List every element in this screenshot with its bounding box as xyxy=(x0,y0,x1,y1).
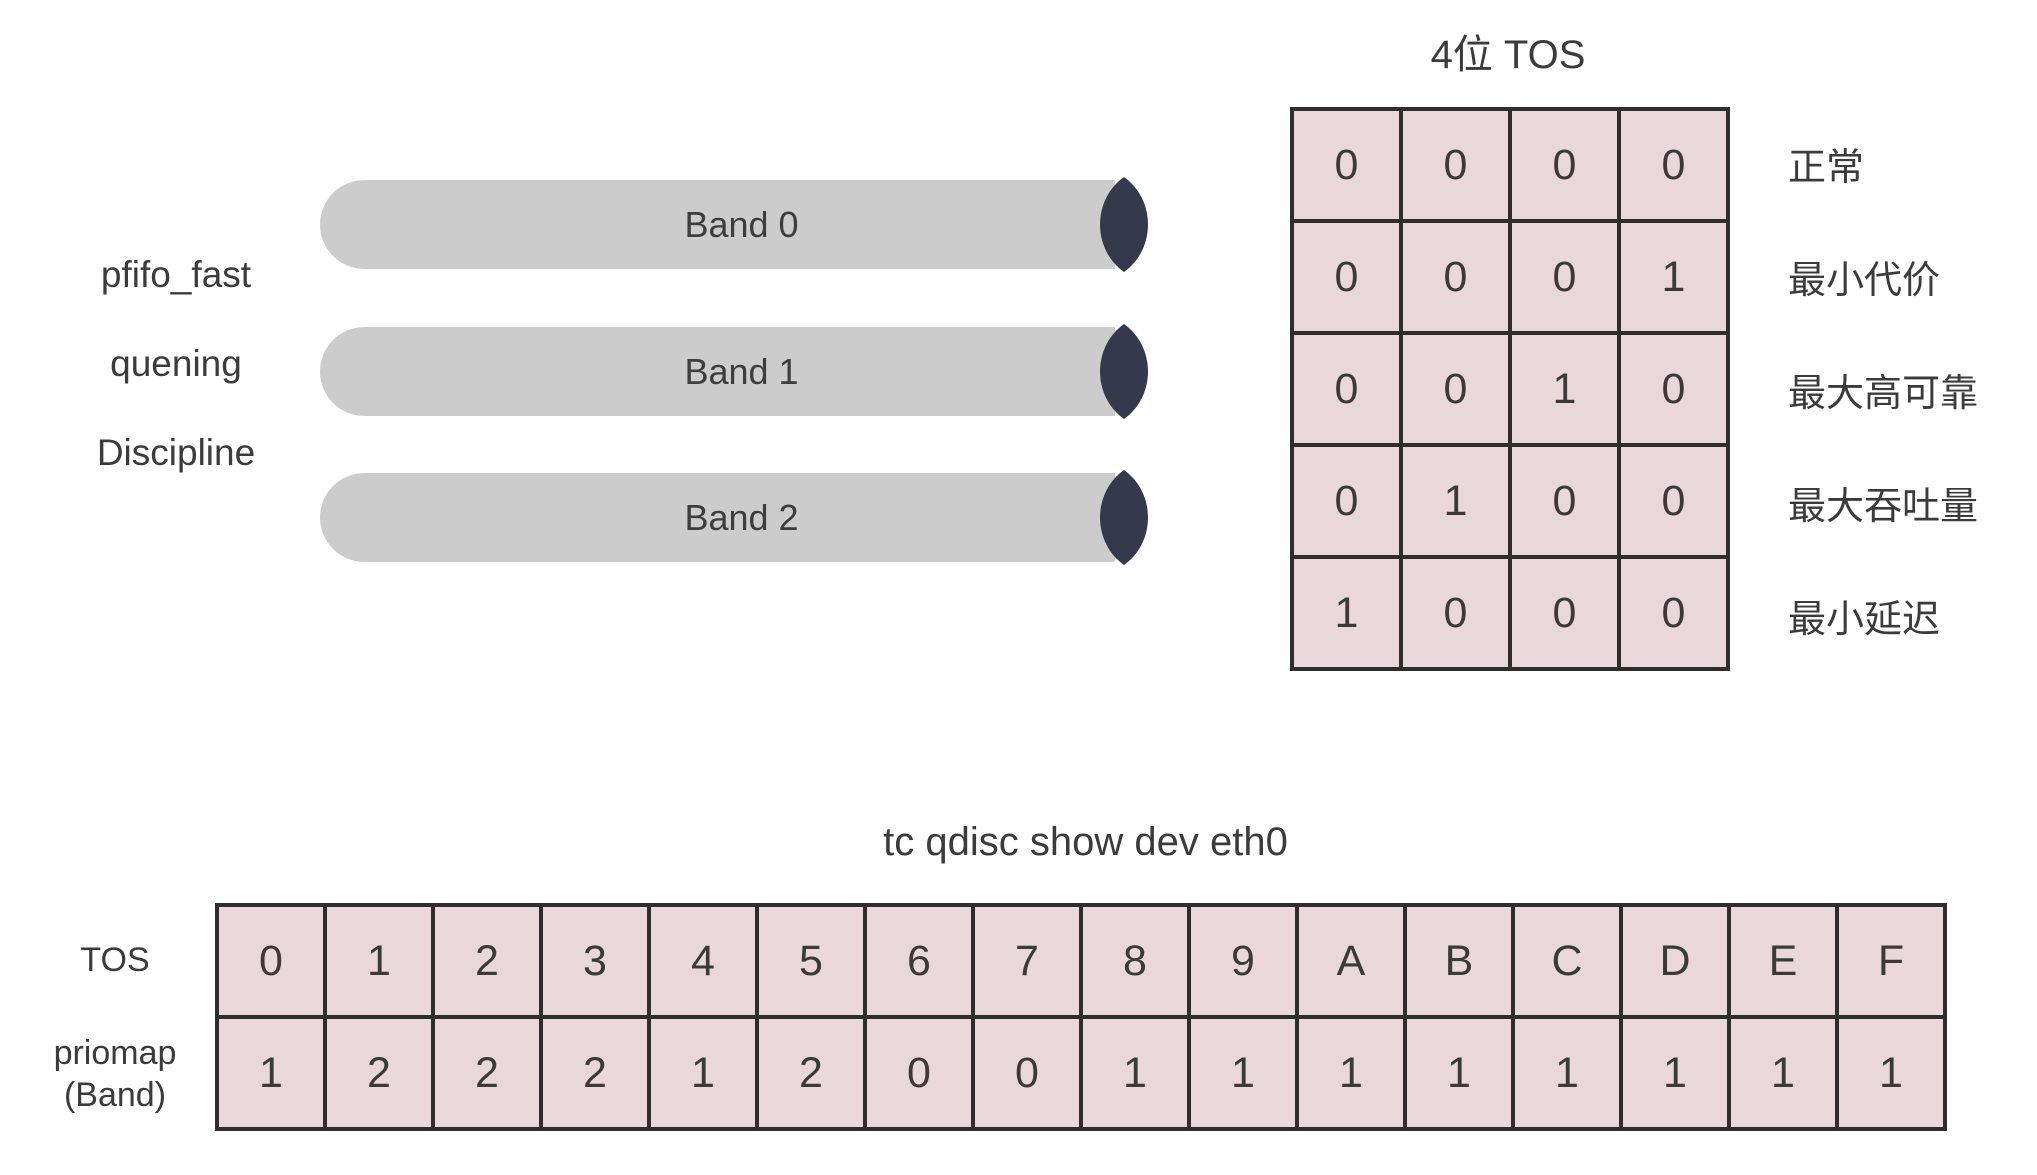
band-cylinder: Band 1 xyxy=(320,324,1148,419)
caption-line: Discipline xyxy=(96,432,256,473)
tos-row-label: 最小延迟 xyxy=(1788,599,1941,641)
priomap-cell: 1 xyxy=(1079,1015,1191,1131)
tos-bit-cell: 1 xyxy=(1399,443,1512,559)
tos-bit-cell: 0 xyxy=(1290,331,1403,447)
tos-bit-cell: 0 xyxy=(1617,331,1730,447)
tos-bit-cell: 0 xyxy=(1508,443,1621,559)
tos-row-labels: 正常最小代价最大高可靠最大吞吐量最小延迟 xyxy=(1788,107,1978,672)
pfifo-fast-caption: pfifo_fast quening Discipline xyxy=(55,230,297,497)
priomap-cell: 1 xyxy=(215,1015,327,1131)
priomap-cell: 8 xyxy=(1079,903,1191,1019)
row-label-priomap: priomap (Band) xyxy=(30,1015,200,1133)
caption-line: quening xyxy=(110,343,242,384)
tos-table-title: 4位 TOS xyxy=(1430,33,1586,77)
tos-row-label: 正常 xyxy=(1788,147,1865,189)
priomap-cell: 6 xyxy=(863,903,975,1019)
priomap-cell: 0 xyxy=(215,903,327,1019)
tos-bit-cell: 0 xyxy=(1399,331,1512,447)
row-label-priomap-line2: (Band) xyxy=(63,1076,167,1114)
priomap-cell: 1 xyxy=(1727,1015,1839,1131)
tos-bit-cell: 1 xyxy=(1290,555,1403,671)
tos-bit-cell: 0 xyxy=(1617,443,1730,559)
tos-bit-cell: 0 xyxy=(1508,107,1621,223)
priomap-cell: 3 xyxy=(539,903,651,1019)
priomap-cell: 7 xyxy=(971,903,1083,1019)
tos-bit-cell: 0 xyxy=(1508,219,1621,335)
priomap-cell: 1 xyxy=(1619,1015,1731,1131)
row-label-tos: TOS xyxy=(80,940,150,979)
tos-bit-cell: 0 xyxy=(1290,219,1403,335)
band-label: Band 0 xyxy=(684,203,799,245)
tos-bit-cell: 0 xyxy=(1290,107,1403,223)
priomap-cell: 9 xyxy=(1187,903,1299,1019)
priomap-cell: 4 xyxy=(647,903,759,1019)
priomap-cell: 2 xyxy=(431,1015,543,1131)
tos-row-label: 最小代价 xyxy=(1788,260,1941,302)
priomap-cell: 1 xyxy=(1511,1015,1623,1131)
band-cylinder: Band 0 xyxy=(320,177,1148,272)
priomap-cell: 1 xyxy=(647,1015,759,1131)
priomap-cell: B xyxy=(1403,903,1515,1019)
priomap-cell: 1 xyxy=(323,903,435,1019)
priomap-cell: 2 xyxy=(539,1015,651,1131)
priomap-cell: F xyxy=(1835,903,1947,1019)
priomap-table-title: tc qdisc show dev eth0 xyxy=(883,820,1288,864)
priomap-cell: A xyxy=(1295,903,1407,1019)
priomap-cell: E xyxy=(1727,903,1839,1019)
priomap-cell: 2 xyxy=(755,1015,867,1131)
band-label: Band 2 xyxy=(684,496,799,538)
priomap-cell: 0 xyxy=(971,1015,1083,1131)
priomap-cell: 1 xyxy=(1835,1015,1947,1131)
priomap-cell: 2 xyxy=(431,903,543,1019)
tos-bit-cell: 1 xyxy=(1508,331,1621,447)
tos-bit-cell: 0 xyxy=(1399,219,1512,335)
priomap-cell: 1 xyxy=(1187,1015,1299,1131)
caption-line: pfifo_fast xyxy=(100,254,252,295)
tos-bit-cell: 0 xyxy=(1399,107,1512,223)
priomap-cell: 1 xyxy=(1403,1015,1515,1131)
tos-row-label: 最大高可靠 xyxy=(1788,373,1979,415)
tos-bit-cell: 1 xyxy=(1617,219,1730,335)
tos-bit-cell: 0 xyxy=(1399,555,1512,671)
cylinder-opening-icon xyxy=(1100,324,1148,419)
priomap-cell: 0 xyxy=(863,1015,975,1131)
tos-bit-cell: 0 xyxy=(1617,555,1730,671)
cylinder-opening-icon xyxy=(1100,470,1148,565)
band-cylinder: Band 2 xyxy=(320,470,1148,565)
band-label: Band 1 xyxy=(684,350,799,392)
tos-bit-cell: 0 xyxy=(1508,555,1621,671)
priomap-cell: D xyxy=(1619,903,1731,1019)
priomap-cell: 2 xyxy=(323,1015,435,1131)
tos-bit-cell: 0 xyxy=(1290,443,1403,559)
cylinder-opening-icon xyxy=(1100,177,1148,272)
priomap-cell: 1 xyxy=(1295,1015,1407,1131)
priomap-cell: C xyxy=(1511,903,1623,1019)
tos-row-label: 最大吞吐量 xyxy=(1788,486,1979,528)
tos-bit-cell: 0 xyxy=(1617,107,1730,223)
row-label-priomap-line1: priomap xyxy=(53,1034,177,1072)
priomap-cell: 5 xyxy=(755,903,867,1019)
